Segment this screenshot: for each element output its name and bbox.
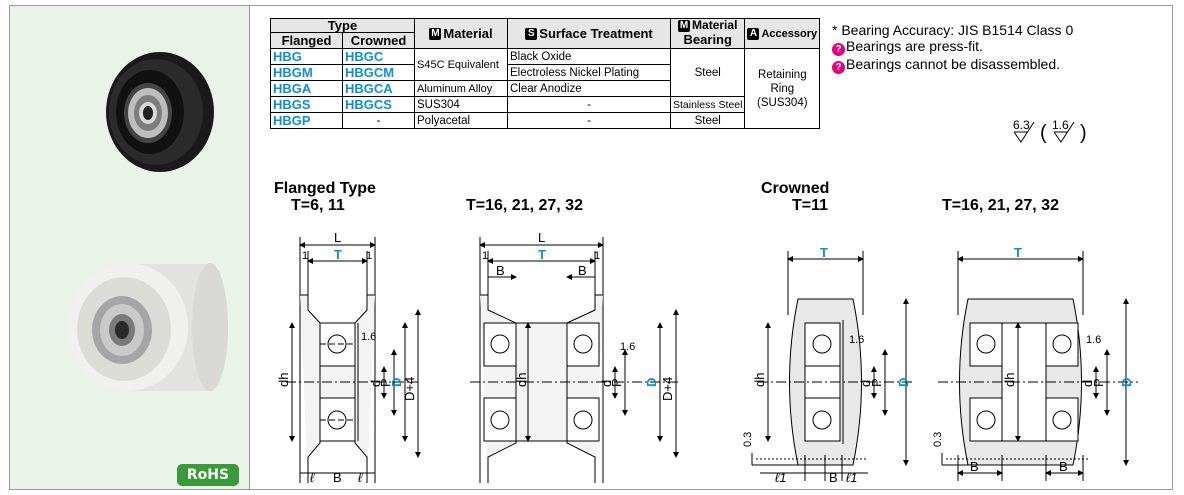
- press-fit-note: ?Bearings are press-fit.: [832, 38, 1073, 56]
- flanged-pulley-photo: [106, 52, 214, 172]
- svg-text:d: d: [599, 380, 614, 387]
- svg-text:1.6: 1.6: [620, 341, 635, 353]
- bearing-header: Bearing: [669, 32, 746, 49]
- svg-text:D: D: [389, 378, 404, 387]
- crowned-pulley-photo: [68, 263, 228, 391]
- flanged-small-t-label: T=6, 11: [291, 197, 345, 214]
- flanged-large-labels: L 1 T 1 B B 1.6 dh d P D D+4: [482, 230, 675, 401]
- notes: * Bearing Accuracy: JIS B1514 Class 0 ?B…: [832, 22, 1073, 74]
- svg-text:dh: dh: [752, 373, 767, 387]
- svg-text:D+4: D+4: [660, 377, 675, 401]
- svg-text:1.6: 1.6: [849, 334, 864, 346]
- svg-text:1.6: 1.6: [1052, 118, 1069, 132]
- svg-text:D: D: [1119, 378, 1134, 387]
- svg-text:1: 1: [482, 250, 488, 262]
- svg-text:dh: dh: [514, 373, 529, 387]
- svg-text:6.3: 6.3: [1013, 118, 1030, 132]
- svg-text:1.6: 1.6: [1086, 334, 1101, 346]
- svg-text:B: B: [496, 263, 505, 278]
- technical-drawings: L 1 T 1 1.6 dh d P D D+4 ℓ B ℓ L 1: [276, 230, 1138, 485]
- svg-text:L: L: [538, 230, 545, 245]
- crowned-title: Crowned: [761, 180, 830, 197]
- flanged-header: Flanged: [270, 32, 343, 49]
- svg-text:1.6: 1.6: [361, 331, 376, 343]
- svg-text:B: B: [578, 263, 587, 278]
- svg-text:0.3: 0.3: [742, 432, 754, 447]
- svg-text:T: T: [334, 247, 342, 262]
- svg-text:T: T: [538, 247, 546, 262]
- svg-text:T: T: [820, 245, 828, 260]
- crowned-large-labels: T 1.6 dh d P D 0.3 B B: [932, 245, 1134, 474]
- crowned-small-t-label: T=11: [792, 197, 829, 214]
- svg-text:D+4: D+4: [402, 377, 417, 401]
- svg-text:P: P: [378, 378, 393, 387]
- flanged-type-title: Flanged Type: [274, 180, 376, 197]
- surface-badge: S: [525, 28, 538, 41]
- svg-text:1: 1: [594, 250, 600, 262]
- flanged-small-drawing: [286, 237, 421, 483]
- caution-icon: ?: [832, 61, 845, 74]
- catalog-frame: [9, 5, 1173, 490]
- product-photos: [68, 52, 228, 391]
- bearing-material-badge: M: [678, 20, 691, 33]
- svg-text:1: 1: [302, 250, 308, 262]
- flanged-small-labels: L 1 T 1 1.6 dh d P D D+4 ℓ B ℓ: [276, 230, 417, 485]
- svg-text:d: d: [1080, 380, 1095, 387]
- svg-text:ℓ: ℓ: [310, 470, 315, 485]
- svg-text:B: B: [333, 470, 342, 485]
- svg-text:ℓ: ℓ: [358, 470, 363, 485]
- flanged-large-t-label: T=16, 21, 27, 32: [466, 197, 583, 214]
- surface-roughness-symbol: 6.3 ( 1.6 ): [1013, 118, 1087, 144]
- svg-text:dh: dh: [276, 373, 291, 387]
- svg-text:): ): [1080, 122, 1087, 144]
- svg-text:0.3: 0.3: [932, 432, 944, 447]
- svg-text:dh: dh: [1002, 373, 1017, 387]
- svg-text:d: d: [858, 380, 873, 387]
- svg-text:(: (: [1040, 122, 1047, 144]
- accuracy-note: * Bearing Accuracy: JIS B1514 Class 0: [832, 22, 1074, 38]
- crowned-large-drawing: [938, 251, 1138, 481]
- material-badge: M: [429, 28, 442, 41]
- svg-text:B: B: [1059, 459, 1068, 474]
- svg-text:D: D: [644, 378, 659, 387]
- flanged-large-drawing: [470, 237, 679, 483]
- type-header: Type: [270, 18, 415, 33]
- svg-text:d: d: [368, 380, 383, 387]
- crowned-large-t-label: T=16, 21, 27, 32: [942, 197, 1059, 214]
- accessory-badge: A: [747, 27, 760, 40]
- rohs-badge: RoHS: [177, 464, 239, 486]
- svg-text:B: B: [970, 459, 979, 474]
- svg-text:T: T: [1014, 245, 1022, 260]
- svg-text:P: P: [869, 378, 884, 387]
- table-row: HBGP - Polyacetal - Steel: [270, 112, 820, 129]
- table-row: HBGM HBGCM Electroless Nickel Plating: [270, 64, 820, 81]
- product-image-panel: [10, 6, 250, 489]
- disassembly-note: ?Bearings cannot be disassembled.: [832, 56, 1073, 74]
- svg-text:L: L: [334, 230, 341, 245]
- crowned-header: Crowned: [342, 32, 415, 49]
- crowned-small-labels: T 1.6 dh d P D 0.3 ℓ1 B ℓ1: [742, 245, 911, 485]
- svg-text:P: P: [609, 378, 624, 387]
- svg-text:P: P: [1091, 378, 1106, 387]
- caution-icon: ?: [832, 43, 845, 56]
- table-row: HBG HBGC S45C Equivalent Black Oxide Ste…: [270, 48, 821, 129]
- svg-text:ℓ1: ℓ1: [846, 470, 857, 485]
- table-row: HBGS HBGCS SUS304 - Stainless Steel: [270, 96, 820, 113]
- svg-text:D: D: [896, 378, 911, 387]
- svg-text:1: 1: [366, 250, 372, 262]
- crowned-small-drawing: [751, 251, 913, 481]
- svg-text:B: B: [829, 470, 838, 485]
- svg-text:ℓ1: ℓ1: [775, 470, 786, 485]
